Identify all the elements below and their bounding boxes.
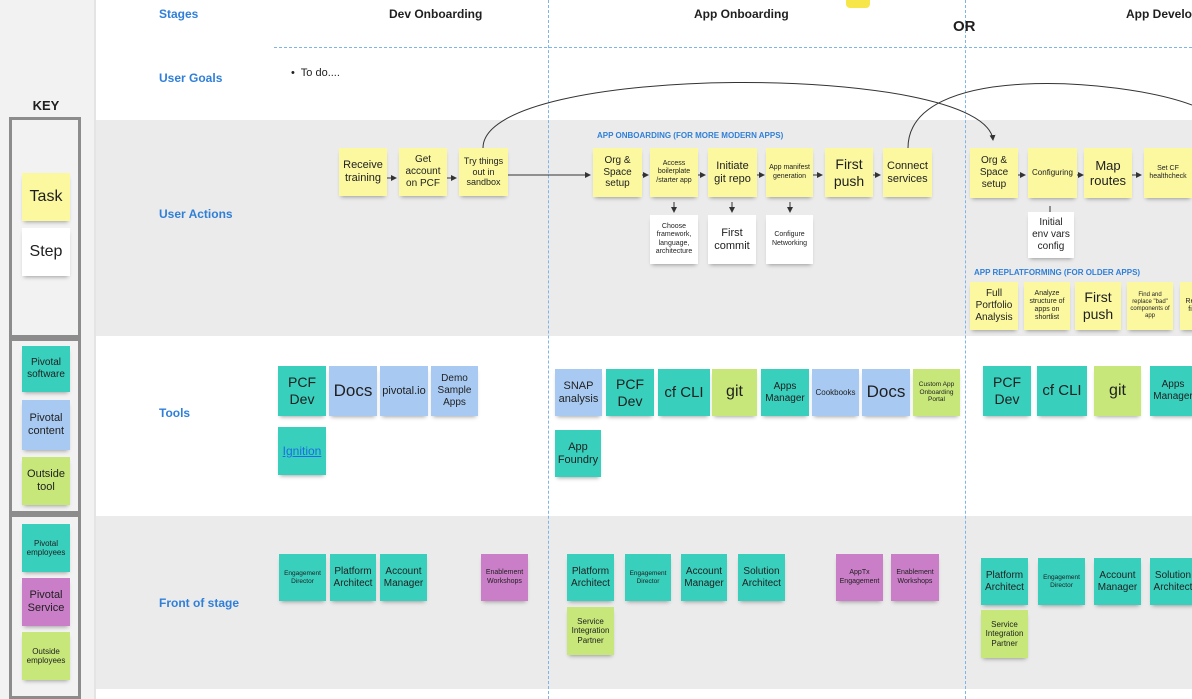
section-label-older-apps: APP REPLATFORMING (FOR OLDER APPS) <box>974 268 1141 277</box>
people-platform-architect-3[interactable]: Platform Architect <box>981 558 1028 605</box>
user-goal-text: To do.... <box>300 67 340 79</box>
key-frame-people <box>9 514 81 699</box>
task-app-manifest[interactable]: App manifest generation <box>766 148 813 197</box>
key-pivotal-employees: Pivotal employees <box>22 524 70 572</box>
tool-git-2[interactable]: git <box>1094 366 1141 416</box>
tool-cf-cli[interactable]: cf CLI <box>658 369 710 416</box>
task-initiate-git-repo[interactable]: Initiate git repo <box>708 148 757 197</box>
left-gutter-edge <box>94 0 96 699</box>
task-org-space-setup-2[interactable]: Org & Space setup <box>970 148 1018 198</box>
row-label-stages: Stages <box>159 7 199 21</box>
task-org-space-setup[interactable]: Org & Space setup <box>593 148 642 197</box>
tool-apps-manager-2[interactable]: Apps Manager <box>1150 366 1192 416</box>
task-analyze-structure[interactable]: Analyze structure of apps on shortlist <box>1024 282 1070 330</box>
task-full-portfolio-analysis[interactable]: Full Portfolio Analysis <box>970 282 1018 330</box>
key-outside-employees: Outside employees <box>22 632 70 680</box>
tool-cf-cli-2[interactable]: cf CLI <box>1037 366 1087 416</box>
key-step: Step <box>22 228 70 276</box>
service-apptx-engagement[interactable]: AppTx Engagement <box>836 554 883 601</box>
people-account-manager[interactable]: Account Manager <box>380 554 427 601</box>
section-label-modern-apps: APP ONBOARDING (FOR MORE MODERN APPS) <box>597 131 784 140</box>
user-goal-item: • To do.... <box>291 67 340 79</box>
tool-docs[interactable]: Docs <box>329 366 377 416</box>
stage-divider-1 <box>548 0 549 699</box>
task-connect-services[interactable]: Connect services <box>883 148 932 197</box>
tool-custom-app-onboarding-portal[interactable]: Custom App Onboarding Portal <box>913 369 960 416</box>
step-configure-networking[interactable]: Configure Networking <box>766 215 813 264</box>
partial-sticky-note <box>846 0 870 8</box>
tool-pcf-dev[interactable]: PCF Dev <box>278 366 326 416</box>
task-first-push[interactable]: First push <box>825 148 873 197</box>
bullet-icon: • <box>291 67 295 79</box>
key-pivotal-software: Pivotal software <box>22 346 70 392</box>
tool-pcf-dev-2[interactable]: PCF Dev <box>606 369 654 416</box>
stage-dev-onboarding: Dev Onboarding <box>389 7 483 21</box>
row-label-user-actions: User Actions <box>159 207 233 221</box>
stage-divider-horizontal <box>274 47 1192 48</box>
task-find-replace-components[interactable]: Find and replace "bad" components of app <box>1127 282 1173 330</box>
tool-ignition[interactable]: Ignition <box>278 427 326 475</box>
or-label: OR <box>953 18 976 35</box>
people-service-integration-partner-2[interactable]: Service Integration Partner <box>981 610 1028 658</box>
stage-divider-2 <box>965 0 966 699</box>
task-receive-training[interactable]: Receive training <box>339 148 387 196</box>
key-task: Task <box>22 173 70 221</box>
key-pivotal-content: Pivotal content <box>22 400 70 450</box>
key-frame-tools <box>9 338 81 514</box>
tool-cookbooks[interactable]: Cookbooks <box>812 369 859 416</box>
step-first-commit[interactable]: First commit <box>708 215 756 264</box>
key-frame-actions <box>9 117 81 338</box>
task-map-routes[interactable]: Map routes <box>1084 148 1132 198</box>
row-label-front-of-stage: Front of stage <box>159 596 239 610</box>
tool-pcf-dev-3[interactable]: PCF Dev <box>983 366 1031 416</box>
tool-apps-manager[interactable]: Apps Manager <box>761 369 809 416</box>
key-title: KEY <box>32 98 60 113</box>
step-initial-env-vars[interactable]: Initial env vars config <box>1028 212 1074 258</box>
people-account-manager-3[interactable]: Account Manager <box>1094 558 1141 605</box>
row-label-user-goals: User Goals <box>159 71 223 85</box>
tool-pivotal-io[interactable]: pivotal.io <box>380 366 428 416</box>
ignition-link[interactable]: Ignition <box>282 443 322 458</box>
task-get-account[interactable]: Get account on PCF <box>399 148 447 196</box>
people-platform-architect[interactable]: Platform Architect <box>330 554 376 601</box>
tool-git[interactable]: git <box>712 369 757 416</box>
people-account-manager-2[interactable]: Account Manager <box>681 554 727 601</box>
tool-snap-analysis[interactable]: SNAP analysis <box>555 369 602 416</box>
key-outside-tool: Outside tool <box>22 457 70 505</box>
people-solution-architect[interactable]: Solution Architect <box>738 554 785 601</box>
service-enablement-workshops-2[interactable]: Enablement Workshops <box>891 554 939 601</box>
people-engagement-director[interactable]: Engagement Director <box>279 554 326 601</box>
task-set-cf-healthcheck[interactable]: Set CF healthcheck <box>1144 148 1192 198</box>
people-engagement-director-3[interactable]: Engagement Director <box>1038 558 1085 605</box>
tool-app-foundry[interactable]: App Foundry <box>555 430 601 477</box>
step-choose-framework[interactable]: Choose framework, language, architecture <box>650 215 698 264</box>
stage-app-development: App Develop <box>1126 7 1192 21</box>
people-service-integration-partner[interactable]: Service Integration Partner <box>567 607 614 655</box>
task-access-boilerplate[interactable]: Access boilerplate /starter app <box>650 148 698 197</box>
service-enablement-workshops[interactable]: Enablement Workshops <box>481 554 528 601</box>
tool-docs-2[interactable]: Docs <box>862 369 910 416</box>
task-first-push-2[interactable]: First push <box>1075 282 1121 330</box>
task-partial-offscreen[interactable]: Re fi <box>1180 282 1192 330</box>
row-label-tools: Tools <box>159 406 191 420</box>
key-pivotal-service: Pivotal Service <box>22 578 70 626</box>
tool-demo-sample-apps[interactable]: Demo Sample Apps <box>431 366 478 416</box>
people-engagement-director-2[interactable]: Engagement Director <box>625 554 671 601</box>
people-solution-architect-2[interactable]: Solution Architect <box>1150 558 1192 605</box>
task-configuring[interactable]: Configuring <box>1028 148 1077 198</box>
task-try-sandbox[interactable]: Try things out in sandbox <box>459 148 508 196</box>
people-platform-architect-2[interactable]: Platform Architect <box>567 554 614 601</box>
stage-app-onboarding: App Onboarding <box>694 7 789 21</box>
